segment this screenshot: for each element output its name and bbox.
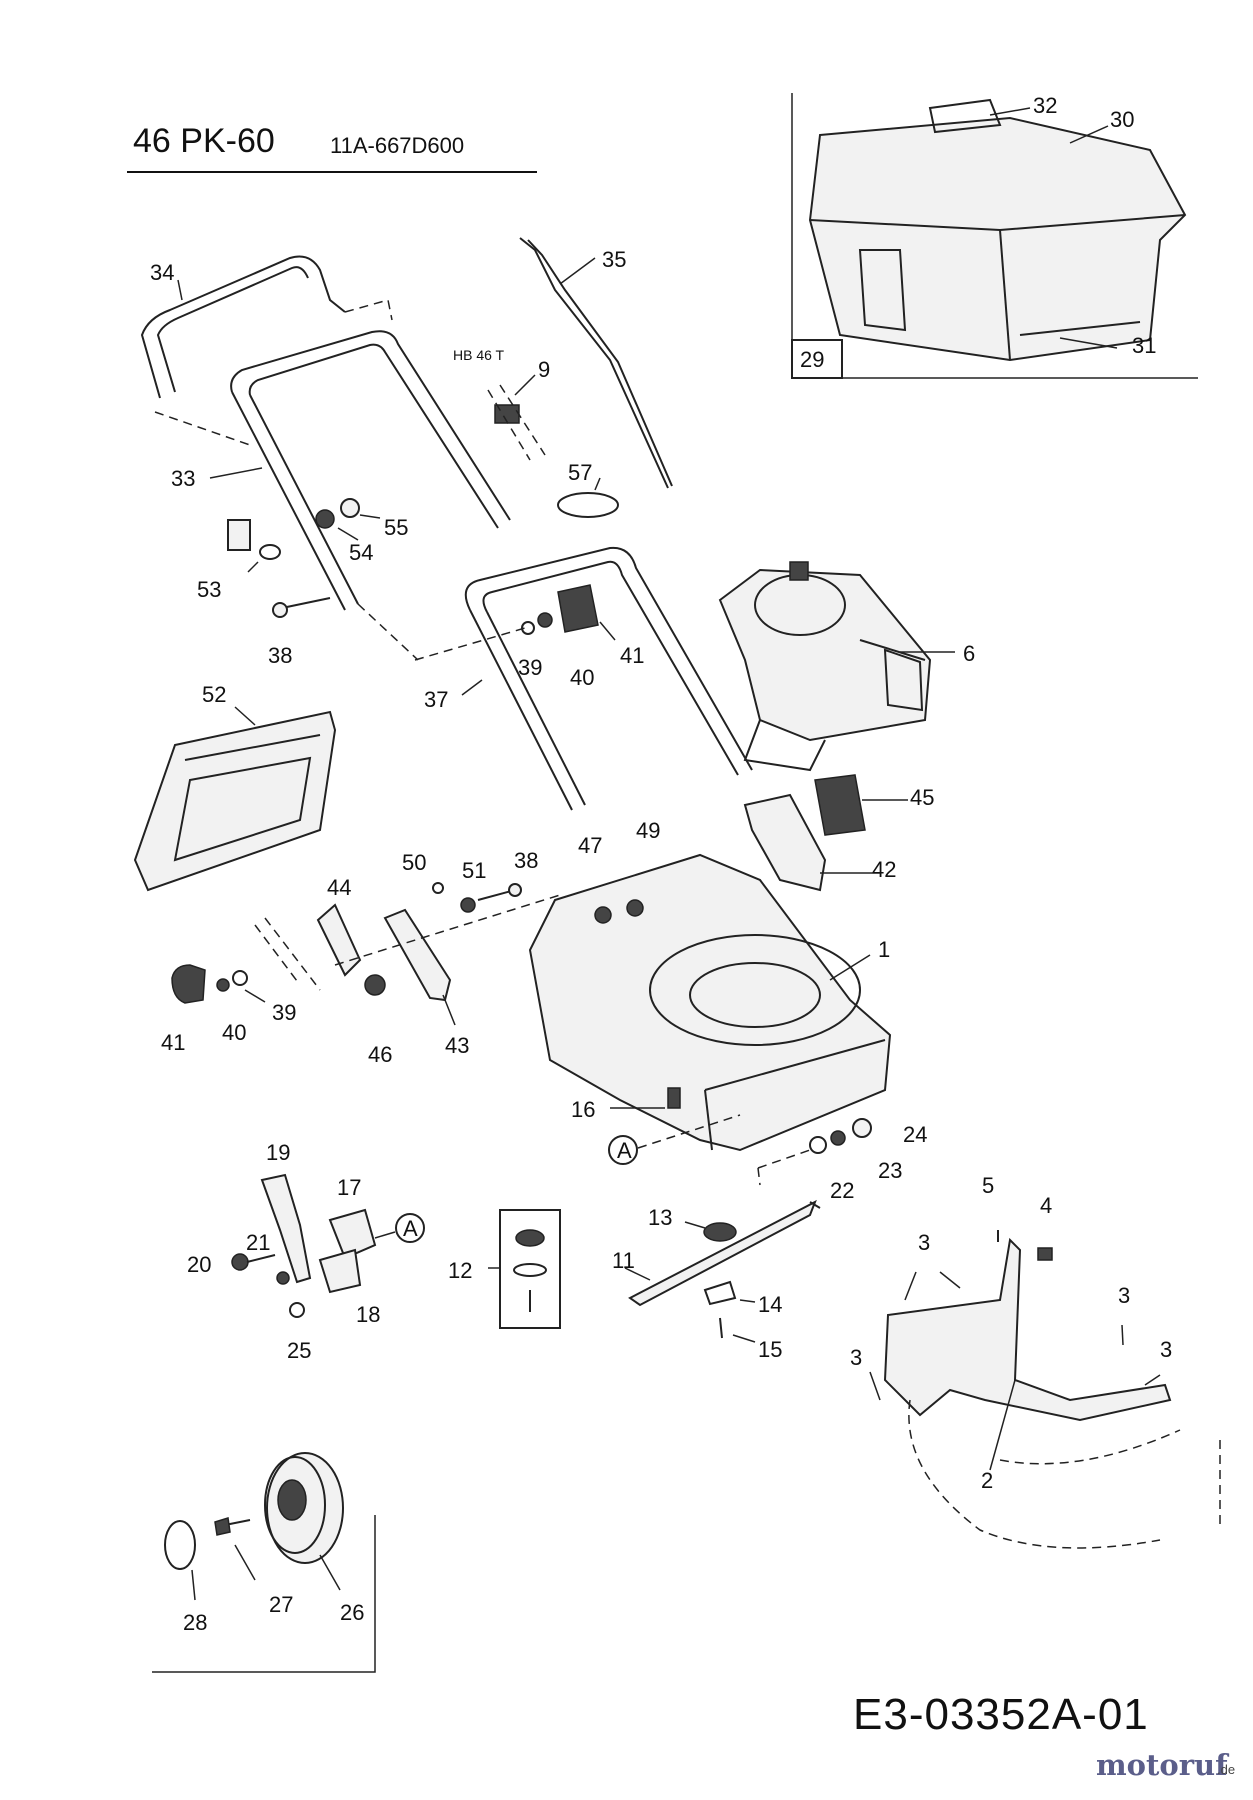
callout-43: 43 xyxy=(445,1033,469,1058)
callout-20: 20 xyxy=(187,1252,211,1277)
callout-45: 45 xyxy=(910,785,934,810)
watermark-suffix: .de xyxy=(1217,1762,1236,1777)
callout-55: 55 xyxy=(384,515,408,540)
adjusting-lever xyxy=(231,1173,312,1318)
callout-22: 22 xyxy=(830,1178,854,1203)
knob-upper xyxy=(521,584,616,641)
height-adjuster xyxy=(743,774,908,892)
lower-handle xyxy=(414,546,753,811)
callout-41-lower: 41 xyxy=(161,1030,185,1055)
callout-40-lower: 40 xyxy=(222,1020,246,1045)
engine xyxy=(718,561,955,772)
callout-54: 54 xyxy=(349,540,373,565)
callout-3-d: 3 xyxy=(850,1345,862,1370)
callout-21: 21 xyxy=(246,1230,270,1255)
callout-39-lower: 39 xyxy=(272,1000,296,1025)
callout-11: 11 xyxy=(612,1248,635,1273)
callout-3-b: 3 xyxy=(1118,1283,1130,1308)
callout-47: 47 xyxy=(578,833,602,858)
callout-35: 35 xyxy=(602,247,626,272)
ref-mark-a-hinge: A xyxy=(403,1216,418,1241)
throttle-cable xyxy=(519,237,673,489)
watermark-logo: motoruf xyxy=(1096,1748,1228,1782)
middle-handle xyxy=(209,330,511,661)
callout-24: 24 xyxy=(903,1122,927,1147)
callout-18: 18 xyxy=(356,1302,380,1327)
callout-25: 25 xyxy=(287,1338,311,1363)
callout-15: 15 xyxy=(758,1337,782,1362)
upper-handle xyxy=(140,255,393,446)
callout-28: 28 xyxy=(183,1610,207,1635)
callout-51: 51 xyxy=(462,858,486,883)
callout-53: 53 xyxy=(197,577,221,602)
blade-fastener-kit xyxy=(488,1209,561,1329)
catcher-handle xyxy=(928,98,1002,134)
callout-16: 16 xyxy=(571,1097,595,1122)
callout-50: 50 xyxy=(402,850,426,875)
callout-39-upper: 39 xyxy=(518,655,542,680)
callout-6: 6 xyxy=(963,641,975,666)
callout-19: 19 xyxy=(266,1140,290,1165)
callout-1: 1 xyxy=(878,937,890,962)
callout-52: 52 xyxy=(202,682,226,707)
callout-32: 32 xyxy=(1033,93,1057,118)
rear-flap xyxy=(133,706,337,892)
callout-40-upper: 40 xyxy=(570,665,594,690)
model-number: 11A-667D600 xyxy=(330,133,465,158)
callout-41-upper: 41 xyxy=(620,643,644,668)
callout-26: 26 xyxy=(340,1600,364,1625)
callout-57: 57 xyxy=(568,460,592,485)
drawing-number: E3-03352A-01 xyxy=(853,1690,1149,1739)
callout-38-lower: 38 xyxy=(514,848,538,873)
diagram-title: 46 PK-60 xyxy=(133,122,275,160)
callout-34: 34 xyxy=(150,260,174,285)
callout-33: 33 xyxy=(171,466,195,491)
callout-29: 29 xyxy=(800,347,824,372)
mower-deck xyxy=(528,853,892,1152)
callout-12: 12 xyxy=(448,1258,472,1283)
rear-hinge-assembly xyxy=(254,882,561,1026)
hinge-brackets xyxy=(318,1208,425,1294)
callout-4: 4 xyxy=(1040,1193,1052,1218)
callout-31: 31 xyxy=(1132,333,1156,358)
callout-13: 13 xyxy=(648,1205,672,1230)
pivot-bolt xyxy=(608,1087,741,1165)
ref-mark-a-deck: A xyxy=(617,1138,632,1163)
callout-5: 5 xyxy=(982,1173,994,1198)
grass-catcher-inset xyxy=(791,93,1198,379)
axle-nuts xyxy=(757,1118,872,1186)
title-underline xyxy=(127,171,537,173)
callout-30: 30 xyxy=(1110,107,1134,132)
callout-49: 49 xyxy=(636,818,660,843)
mower-blade xyxy=(624,1199,821,1343)
callout-44: 44 xyxy=(327,875,351,900)
callout-38-upper: 38 xyxy=(268,643,292,668)
callout-3-c: 3 xyxy=(1160,1337,1172,1362)
callout-42: 42 xyxy=(872,857,896,882)
callout-37: 37 xyxy=(424,687,448,712)
callout-27: 27 xyxy=(269,1592,293,1617)
callout-14: 14 xyxy=(758,1292,782,1317)
callout-3-a: 3 xyxy=(918,1230,930,1255)
callout-23: 23 xyxy=(878,1158,902,1183)
handle-hardware-upper xyxy=(227,498,381,618)
callout-2: 2 xyxy=(981,1468,993,1493)
cable-clip xyxy=(487,374,546,461)
cable-tie xyxy=(557,492,619,518)
callout-46: 46 xyxy=(368,1042,392,1067)
callout-9: 9 xyxy=(538,357,550,382)
callout-17: 17 xyxy=(337,1175,361,1200)
callout-labels: 32 30 31 29 34 35 HB 46 T 9 57 33 55 54 … xyxy=(150,93,1172,1635)
wheel-assembly xyxy=(152,1452,376,1673)
variant-note: HB 46 T xyxy=(453,347,505,363)
inset-number-box xyxy=(791,339,843,379)
knob-lower xyxy=(171,964,266,1004)
discharge-deflector xyxy=(869,1230,1221,1549)
